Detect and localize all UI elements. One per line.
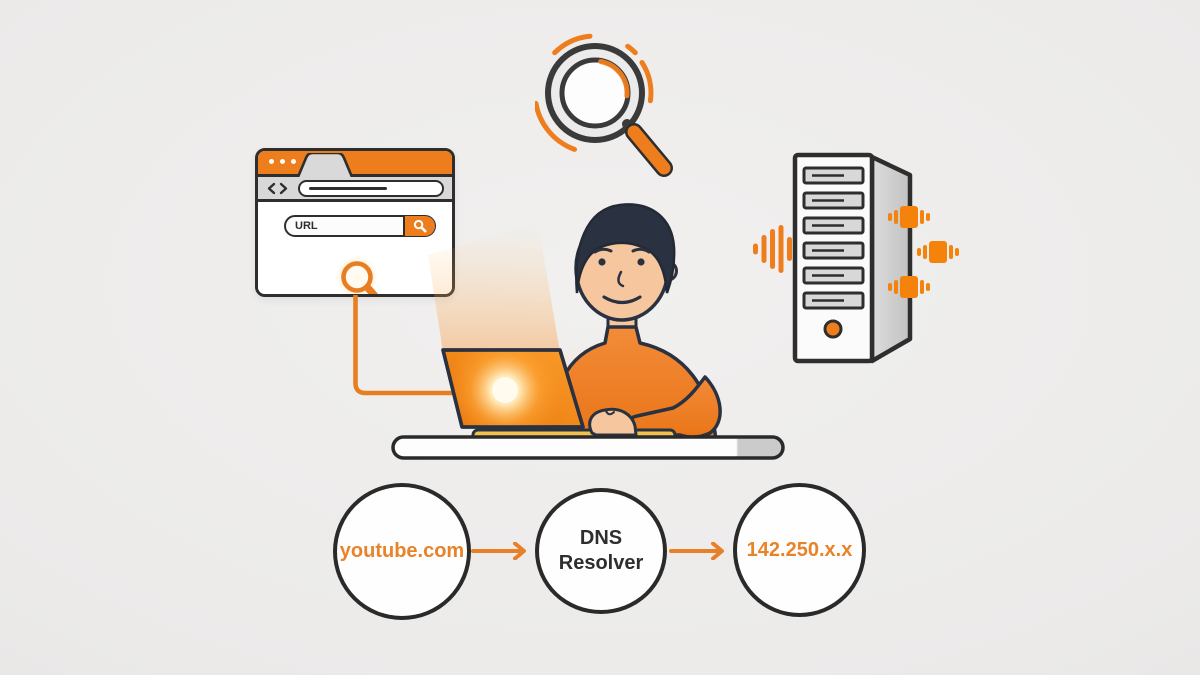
flow-node-domain: youtube.com — [333, 483, 471, 620]
person-head — [574, 203, 678, 322]
person-at-laptop-illustration — [391, 203, 785, 460]
flow-node-resolver: DNS Resolver — [535, 488, 667, 614]
browser-titlebar — [258, 151, 452, 177]
magnifying-glass-icon — [535, 33, 673, 177]
window-dot — [291, 159, 296, 164]
browser-toolbar — [258, 177, 452, 202]
server-side-panel — [869, 154, 913, 364]
window-dot — [269, 159, 274, 164]
signal-bars-icon — [753, 225, 792, 273]
ip-label: 142.250.x.x — [746, 538, 853, 561]
browser-to-laptop-connector — [353, 295, 486, 396]
search-icon — [413, 219, 427, 233]
window-dot — [280, 159, 285, 164]
url-label: URL — [295, 220, 318, 232]
browser-window-icon: URL — [255, 148, 455, 297]
window-dots — [269, 159, 296, 164]
resolver-label: DNS Resolver — [558, 527, 644, 574]
desk — [391, 435, 785, 460]
magnifier-arcs — [535, 33, 654, 152]
data-packet-icon — [888, 206, 959, 298]
server-tower-icon — [753, 152, 959, 364]
address-bar — [298, 179, 444, 197]
person-hand — [588, 407, 638, 437]
back-forward-icons — [267, 182, 288, 194]
server-power-light — [823, 319, 843, 339]
flow-node-ip: 142.250.x.x — [733, 483, 866, 617]
server-drive-slots — [802, 166, 865, 310]
screen-light-beam — [428, 223, 560, 352]
magnifier-handle — [627, 125, 671, 175]
browser-tab — [298, 153, 352, 177]
search-button — [403, 216, 435, 236]
address-bar-text-line — [309, 186, 388, 190]
browser-body: URL — [258, 215, 452, 294]
domain-label: youtube.com — [339, 540, 465, 562]
url-input: URL — [284, 215, 436, 237]
arrow-right-icon — [471, 542, 526, 560]
search-glow-icon — [336, 256, 379, 294]
arrow-right-icon — [669, 542, 724, 560]
person-hair — [575, 203, 676, 294]
